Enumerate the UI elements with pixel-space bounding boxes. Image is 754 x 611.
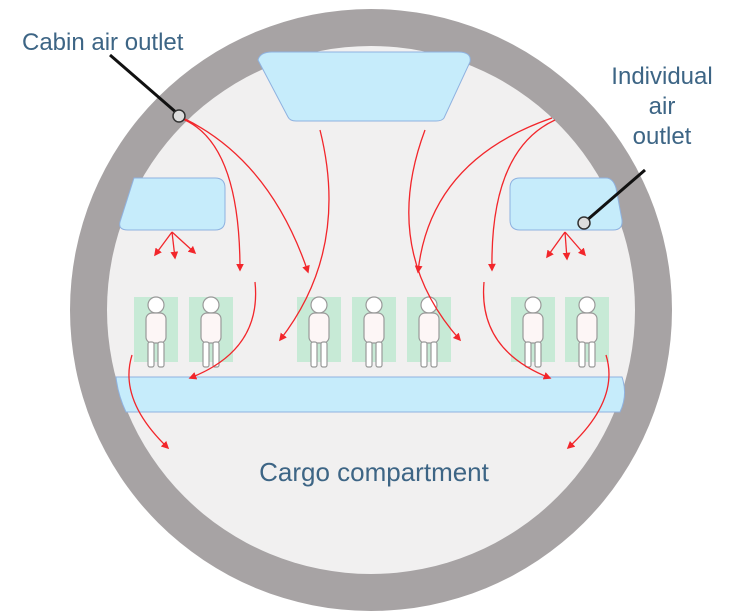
overhead-right-bin [509,177,623,231]
overhead-left-bin [119,177,226,231]
individual-outlet-pointer [585,168,646,223]
cabin-air-outlet-marker [172,109,186,123]
individual-air-outlet-label-2: air [649,93,676,120]
overhead-center-bin [257,51,471,122]
individual-air-outlet-label-3: outlet [633,123,692,150]
seat-with-passenger [189,296,233,368]
individual-air-outlet-label-1: Individual [611,63,712,90]
cabin-floor [115,376,626,413]
seat-with-passenger [565,296,609,368]
airflow-arrows [128,117,610,450]
seat-with-passenger [407,296,451,368]
cabin-outlet-pointer [109,53,179,116]
cabin-air-outlet-label: Cabin air outlet [22,29,184,56]
individual-air-outlet-marker [577,216,591,230]
seat-with-passenger [297,296,341,368]
passenger-seats [134,296,609,368]
seat-with-passenger [511,296,555,368]
cargo-compartment-label: Cargo compartment [259,457,490,487]
seat-with-passenger [134,296,178,368]
seat-with-passenger [352,296,396,368]
